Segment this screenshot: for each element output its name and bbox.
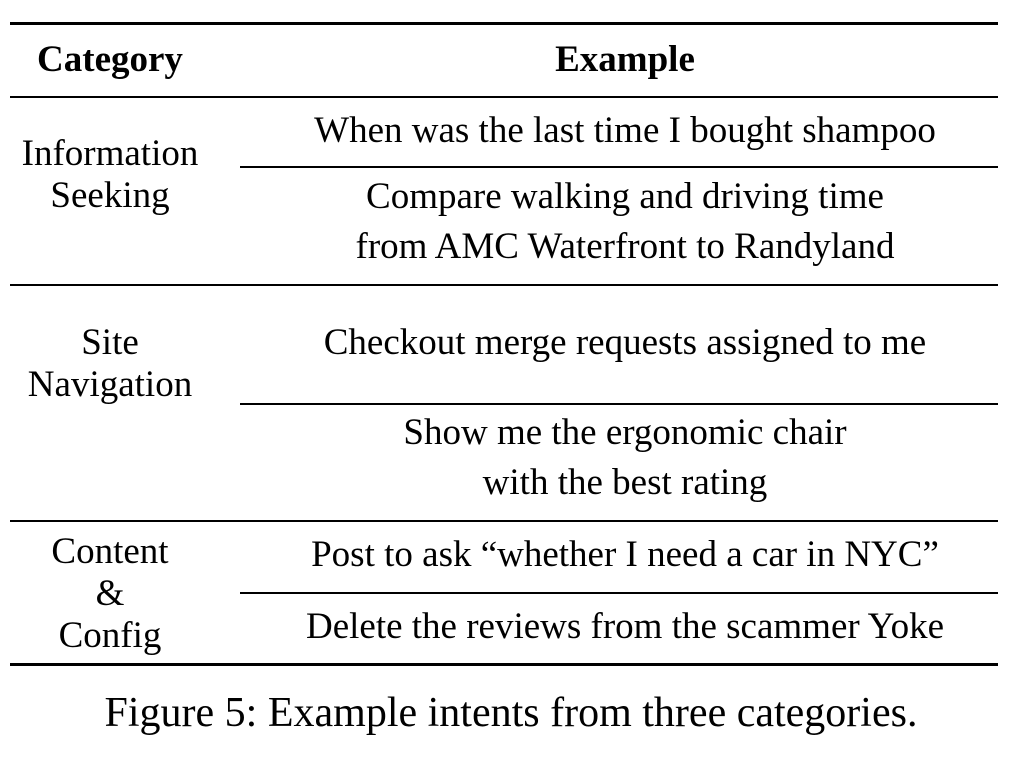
example-cell: Show me the ergonomic chair with the bes… [240,408,1010,508]
category-line: Navigation [27,364,193,405]
category-line: Seeking [50,175,170,216]
example-divider [240,592,998,594]
example-cell: Checkout merge requests assigned to me [240,318,1010,368]
example-cell: When was the last time I bought shampoo [240,106,1010,156]
category-cell-content-config: Content & Config [10,531,210,657]
example-divider [240,166,998,168]
example-line: Checkout merge requests assigned to me [323,322,927,363]
example-line: Delete the reviews from the scammer Yoke [305,606,945,647]
group-rule [10,284,998,286]
category-cell-information-seeking: Information Seeking [10,133,210,217]
example-line: Post to ask “whether I need a car in NYC… [311,534,939,575]
top-rule [10,22,998,25]
example-line: from AMC Waterfront to Randyland [355,226,895,267]
category-line: Site [81,322,139,363]
category-cell-site-navigation: Site Navigation [10,322,210,406]
category-line: Content [51,531,169,572]
example-line: Show me the ergonomic chair [403,412,847,453]
example-cell: Post to ask “whether I need a car in NYC… [240,530,1010,580]
category-line: Information [21,133,199,174]
category-line: Config [58,615,162,656]
example-line: with the best rating [482,462,768,503]
header-rule [10,96,998,98]
example-cell: Compare walking and driving time from AM… [240,172,1010,272]
example-line: Compare walking and driving time [366,176,884,217]
example-cell: Delete the reviews from the scammer Yoke [240,602,1010,652]
group-rule [10,520,998,522]
column-header-example: Example [555,39,695,80]
example-line: When was the last time I bought shampoo [314,110,936,151]
example-divider [240,403,998,405]
figure-caption: Figure 5: Example intents from three cat… [104,690,918,736]
bottom-rule [10,663,998,666]
column-header-category: Category [37,39,183,80]
category-line: & [95,573,125,614]
